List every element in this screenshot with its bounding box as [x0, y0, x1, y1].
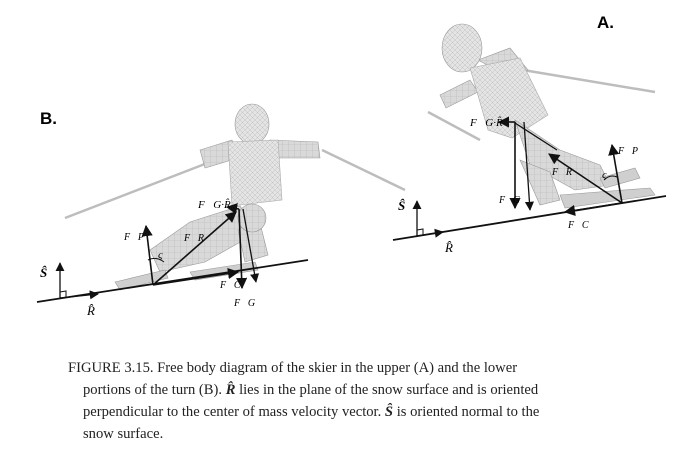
free-body-diagram-figure: A. Ŝ R̂ F⃗G·R̂ F⃗G F⃗ — [36, 13, 667, 318]
snow-surface-b — [36, 259, 309, 303]
panel-b: B. Ŝ R̂ F⃗G·R̂ F⃗G — [36, 103, 406, 318]
vector-fr-a-label: F⃗R — [551, 167, 572, 178]
vector-fc-b — [152, 267, 240, 286]
axis-s-b-label: Ŝ — [40, 265, 47, 280]
vector-fp-a-label: F⃗P — [617, 146, 638, 157]
axis-r-b-label: R̂ — [86, 303, 95, 318]
vector-fc-b-label: F⃗C — [219, 280, 241, 291]
vector-fg-b — [236, 208, 248, 290]
zeta-a-label: ς — [602, 169, 607, 181]
vector-fg-r-b-label: F⃗G·R̂ — [197, 198, 231, 211]
caption-line-3: perpendicular to the center of mass velo… — [83, 404, 540, 420]
axis-s-a-label: Ŝ — [398, 198, 405, 213]
vector-fg-r-a-label: F⃗G·R̂ — [469, 116, 503, 129]
skier-b-illustration — [64, 103, 406, 291]
zeta-b-label: ς — [158, 249, 163, 261]
s-hat-symbol: Ŝ — [384, 404, 394, 420]
vector-fp-a — [608, 143, 623, 204]
axis-r-a-label: R̂ — [444, 240, 453, 255]
vector-fc-a-label: F⃗C — [567, 220, 589, 231]
vector-fp-b-label: F⃗P — [123, 232, 144, 243]
vector-fp-b — [141, 224, 154, 286]
caption-line-2: portions of the turn (B). R̂ lies in the… — [83, 382, 539, 398]
caption-line-1: FIGURE 3.15. Free body diagram of the sk… — [68, 360, 518, 376]
vector-fg-a-label: F⃗G — [498, 195, 520, 206]
vector-fr-a — [548, 153, 623, 204]
vector-fg-r-b — [225, 203, 240, 215]
vector-fc-a — [563, 202, 623, 216]
panel-a-label: A. — [597, 13, 614, 32]
skier-a-illustration — [427, 23, 656, 209]
vector-fg-b-label: F⃗G — [233, 298, 255, 309]
axis-r-b — [59, 290, 99, 300]
caption-line-4: snow surface. — [83, 426, 164, 442]
vector-fr-b — [152, 211, 237, 286]
panel-b-label: B. — [40, 109, 57, 128]
panel-a: A. Ŝ R̂ F⃗G·R̂ F⃗G F⃗ — [392, 13, 667, 255]
axis-r-a — [416, 228, 444, 238]
r-hat-symbol: R̂ — [225, 382, 236, 398]
figure-caption: FIGURE 3.15. Free body diagram of the sk… — [68, 357, 668, 445]
vector-fr-b-label: F⃗R — [183, 233, 204, 244]
